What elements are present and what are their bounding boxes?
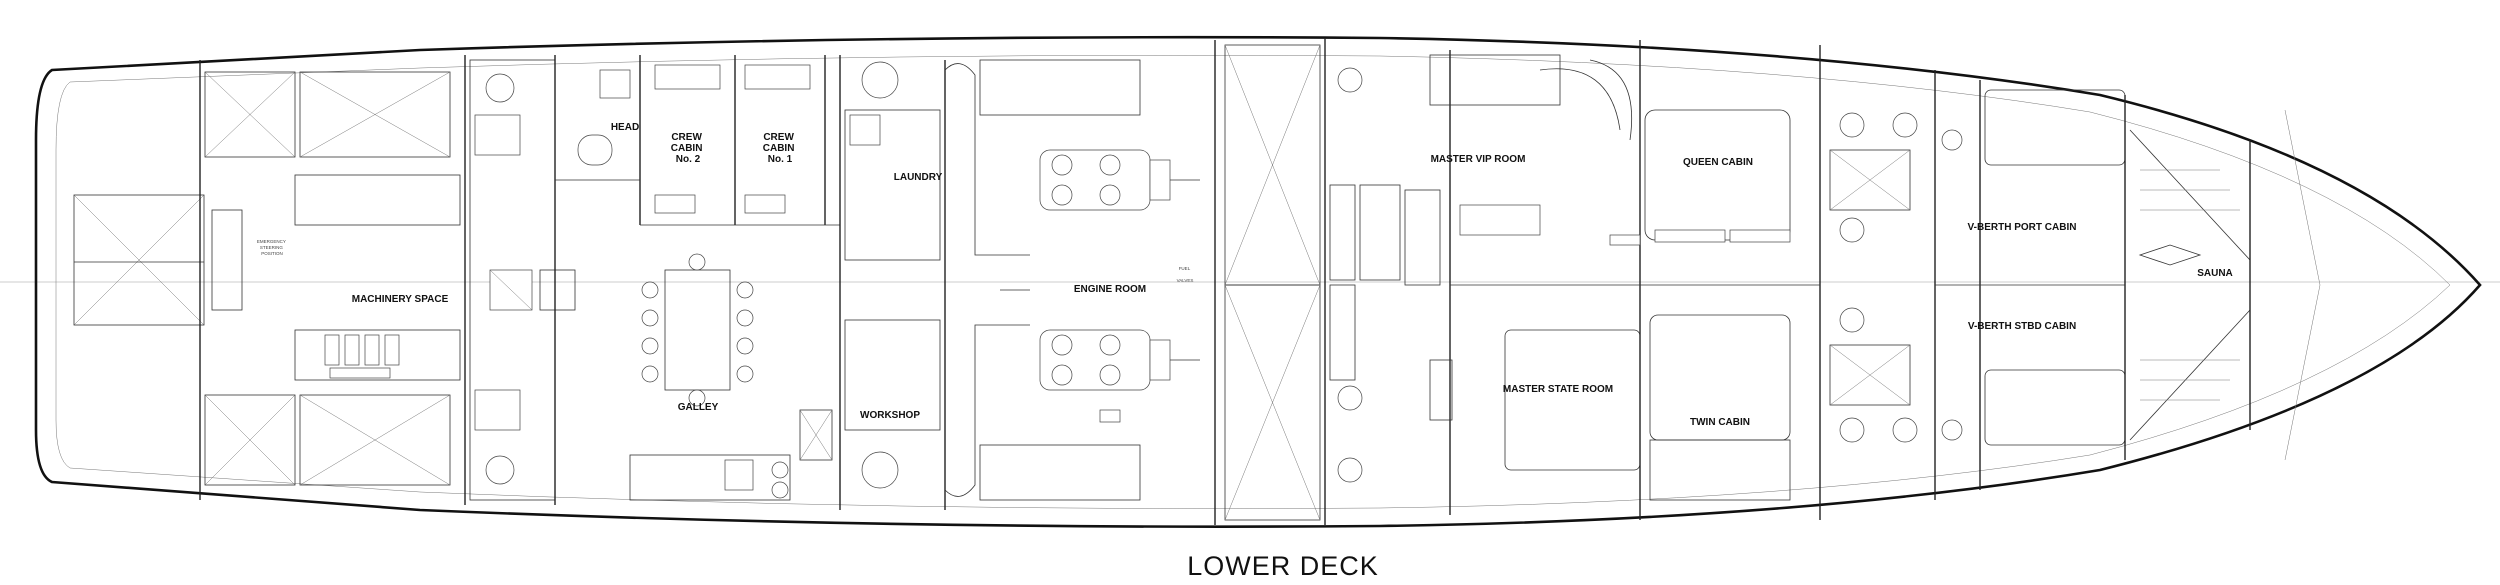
hull-outline <box>34 35 2482 528</box>
hull-inner-line <box>55 54 2451 509</box>
label-master-state-room: MASTER STATE ROOM <box>1503 384 1613 395</box>
label-master-vip-room: MASTER VIP ROOM <box>1431 154 1526 165</box>
label-crew-cabin-2: CREW CABIN No. 2 <box>671 132 705 165</box>
label-sauna: SAUNA <box>2197 268 2233 279</box>
label-machinery-space: MACHINERY SPACE <box>352 294 449 305</box>
label-v-berth-port-cabin: V-BERTH PORT CABIN <box>1968 222 2077 233</box>
tank-compartment <box>1224 38 1326 525</box>
engine-room <box>979 40 1216 525</box>
label-queen-cabin: QUEEN CABIN <box>1683 157 1753 168</box>
label-fuel-valves: FUEL VALVES <box>1177 266 1194 283</box>
label-engine-room: ENGINE ROOM <box>1074 284 1146 295</box>
label-galley: GALLEY <box>678 402 719 413</box>
label-workshop: WORKSHOP <box>860 410 920 421</box>
sauna-forepeak <box>2129 109 2321 461</box>
port-engine <box>1039 149 1200 211</box>
generator-area <box>469 59 576 501</box>
v-berth-cabins <box>1935 80 2126 490</box>
label-crew-cabin-1: CREW CABIN No. 1 <box>763 132 797 165</box>
aft-lazarette <box>73 194 243 326</box>
label-twin-cabin: TWIN CABIN <box>1690 417 1750 428</box>
laundry-workshop-walls <box>844 60 1030 510</box>
stbd-engine <box>1039 329 1200 391</box>
room-labels: HEAD CREW CABIN No. 2 CREW CABIN No. 1 L… <box>257 122 2233 428</box>
label-laundry: LAUNDRY <box>894 172 943 183</box>
crew-galley-walls <box>554 55 841 510</box>
label-emergency-steering: EMERGENCY STEERING POSITION <box>257 239 287 256</box>
label-head: HEAD <box>611 122 639 133</box>
deck-title: LOWER DECK <box>1187 551 1379 581</box>
master-cabins <box>1329 40 1641 520</box>
guest-heads <box>1829 70 1936 500</box>
guest-cabins <box>1640 45 1821 520</box>
label-v-berth-stbd-cabin: V-BERTH STBD CABIN <box>1968 321 2076 332</box>
machinery-space-walls <box>199 55 466 505</box>
